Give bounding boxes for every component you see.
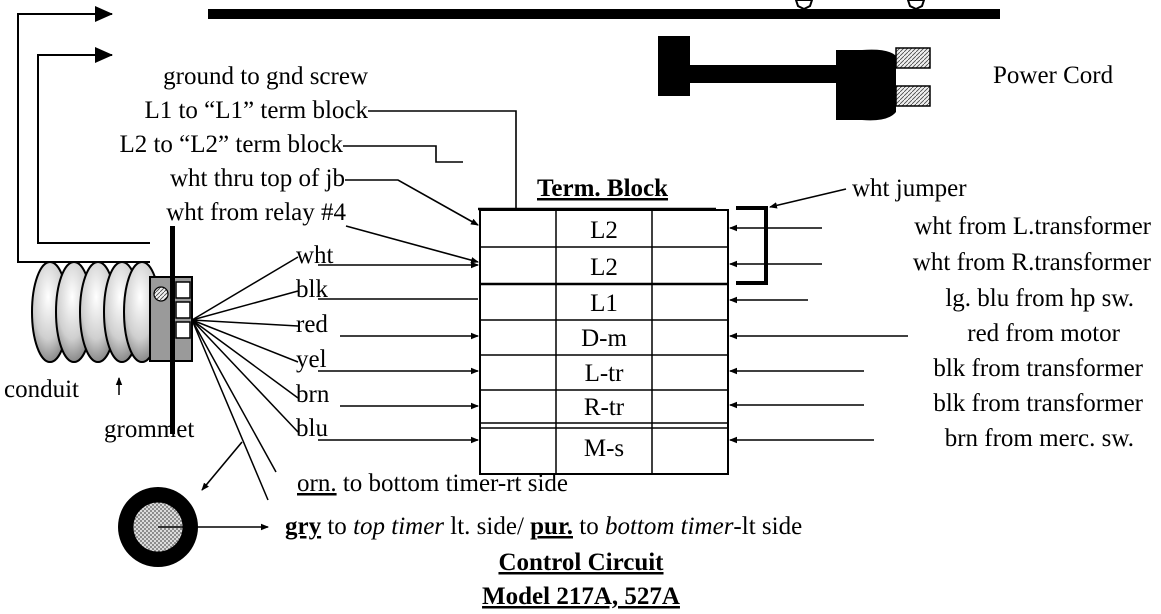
power-cord-icon [658,36,931,121]
label-blu: blu [296,415,328,442]
note-pur-mid: to [573,513,605,540]
l1-wire-route [37,47,150,244]
conduit-label: conduit [4,376,79,403]
label-l2-to-l2-term-block: L2 to “L2” term block [119,131,343,158]
note-gry-side: lt. side/ [444,513,530,540]
note-orn: orn. to bottom timer-rt side [297,470,568,497]
wht-jumper-bracket [736,206,768,285]
ground-wire-route [17,6,150,263]
label-blk-from-transformer-1: blk from transformer [933,355,1143,382]
note-gry-color: gry [285,513,322,540]
wire-wht-thru-top [345,179,479,226]
footer-model: Model 217A, 527A [482,583,680,610]
note-top-timer: top timer [353,513,444,540]
label-wht-jumper: wht jumper [852,175,967,202]
chassis-top-rail [208,0,1000,19]
label-red: red [296,311,328,338]
terminal-block: L2 L2 L1 D-m L-tr R-tr M-s [479,209,729,475]
conduit-icon [31,261,161,363]
label-blk-from-transformer-2: blk from transformer [933,390,1143,417]
footer-title: Control Circuit [498,549,664,576]
term-block-title: Term. Block [537,175,668,202]
terminal-label-m-s: M-s [584,435,624,462]
junction-fitting [149,226,193,434]
note-gry-pur: gry to top timer lt. side/ pur. to botto… [285,513,802,540]
label-yel: yel [296,346,327,373]
grommet-pointer-arrow [201,441,243,491]
label-wht-from-relay-4: wht from relay #4 [166,199,346,226]
label-brn: brn [296,381,330,408]
label-red-from-motor: red from motor [967,320,1120,347]
label-wht-thru-top-of-jb: wht thru top of jb [170,165,345,192]
left-wire-arrows [318,110,520,444]
terminal-label-d-m: D-m [581,325,627,352]
note-orn-text: to bottom timer-rt side [337,470,568,497]
label-brn-from-merc-sw: brn from merc. sw. [945,425,1134,452]
label-ground-to-gnd-screw: ground to gnd screw [163,63,368,90]
grommet-label: grommet [104,416,194,443]
wire-l2-to-block [343,145,463,163]
power-cord-label: Power Cord [993,62,1114,89]
terminal-label-l2-top: L2 [590,217,618,244]
label-lg-blu-from-hp-sw: lg. blu from hp sw. [945,285,1134,312]
note-bottom-timer: bottom timer [605,513,734,540]
terminal-label-l2-bottom: L2 [590,254,618,281]
note-gry-mid: to [321,513,353,540]
label-l1-to-l1-term-block: L1 to “L1” term block [144,97,368,124]
right-wire-arrows [729,188,908,444]
label-wht-from-r-transformer: wht from R.transformer [913,249,1152,276]
terminal-label-r-tr: R-tr [584,394,625,421]
fitting-fan-wires [191,256,299,501]
wire-wht-from-relay [345,225,479,264]
note-pur-side: -lt side [733,513,802,540]
note-orn-color: orn. [297,470,337,497]
label-wht-from-l-transformer: wht from L.transformer [914,213,1151,240]
terminal-label-l1: L1 [590,290,618,317]
note-pur-color: pur. [530,513,573,540]
terminal-label-l-tr: L-tr [585,360,625,387]
